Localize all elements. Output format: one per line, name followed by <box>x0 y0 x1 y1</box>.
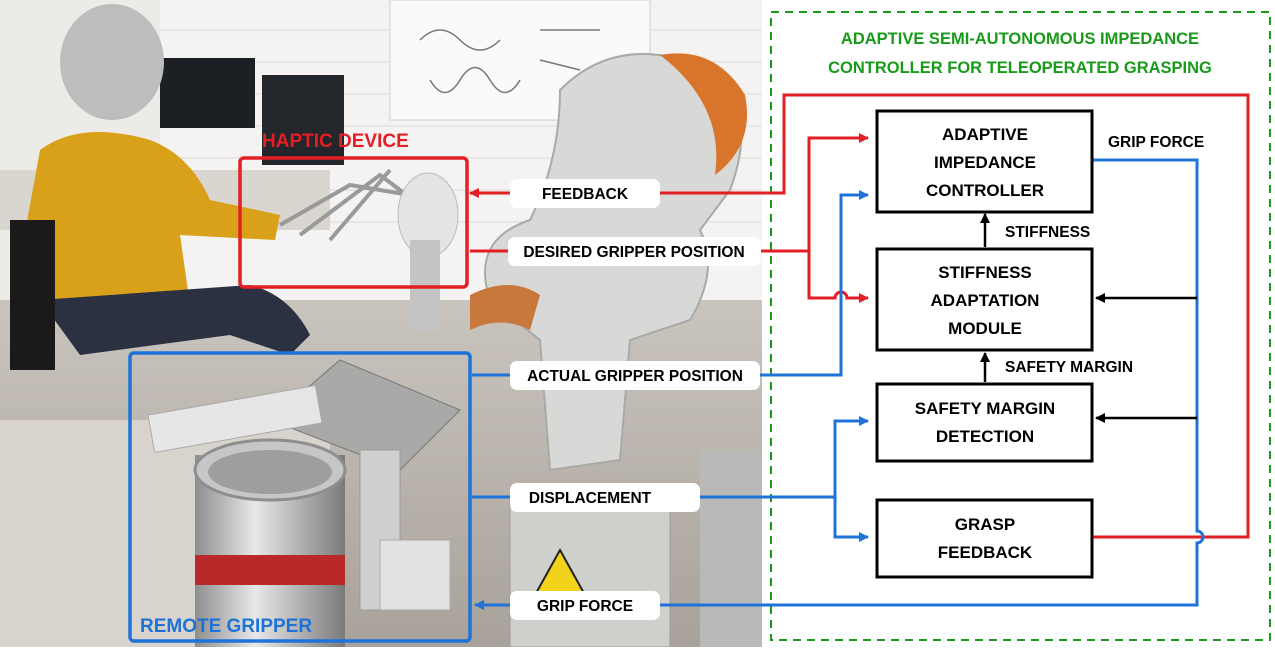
svg-text:ADAPTIVE: ADAPTIVE <box>942 125 1028 144</box>
pill-actual-gripper-position: ACTUAL GRIPPER POSITION <box>510 361 760 390</box>
svg-text:DESIRED GRIPPER POSITION: DESIRED GRIPPER POSITION <box>523 244 744 261</box>
remote-gripper-label: REMOTE GRIPPER <box>140 616 312 637</box>
haptic-device-label: HAPTIC DEVICE <box>262 131 409 152</box>
remote-gripper-box <box>128 351 472 643</box>
whiteboard-scribbles <box>419 29 600 94</box>
red-wire-desired-split <box>760 133 869 253</box>
person-head-blurred <box>60 4 164 120</box>
haptic-device-box <box>238 156 469 289</box>
label-safety-margin: SAFETY MARGIN <box>1005 359 1133 376</box>
monitor-left <box>160 58 255 128</box>
svg-text:ADAPTATION: ADAPTATION <box>931 291 1040 310</box>
pill-displacement: DISPLACEMENT <box>510 483 700 512</box>
blue-wire-displacement-to-grasp <box>833 497 869 542</box>
svg-text:GRASP: GRASP <box>955 515 1015 534</box>
person-sweater <box>10 132 280 315</box>
red-wire-grasp-loop <box>660 93 1250 539</box>
robot-base <box>509 499 671 648</box>
pill-grip-force-bottom: GRIP FORCE <box>510 591 660 620</box>
gripper-finger-left <box>147 384 323 454</box>
label-stiffness: STIFFNESS <box>1005 224 1090 241</box>
svg-text:DISPLACEMENT: DISPLACEMENT <box>529 490 652 507</box>
svg-text:IMPEDANCE: IMPEDANCE <box>934 153 1036 172</box>
label-grip-force-top: GRIP FORCE <box>1108 134 1204 151</box>
lab-photo <box>0 0 762 648</box>
office-chair <box>10 220 55 370</box>
block-grasp-feedback: GRASP FEEDBACK <box>875 498 1094 579</box>
aluminium-rail <box>700 450 762 647</box>
svg-text:FEEDBACK: FEEDBACK <box>938 543 1033 562</box>
panel-title-line1: ADAPTIVE SEMI-AUTONOMOUS IMPEDANCE <box>841 30 1199 48</box>
paint-can-red-band <box>195 555 345 585</box>
paint-can-inside <box>208 450 332 494</box>
block-safety-margin-detection: SAFETY MARGIN DETECTION <box>875 382 1094 463</box>
robot-orange-band <box>470 285 540 330</box>
person-trousers <box>40 285 310 355</box>
blue-wire-actual <box>760 190 869 377</box>
svg-text:FEEDBACK: FEEDBACK <box>542 186 629 203</box>
svg-text:STIFFNESS: STIFFNESS <box>938 263 1032 282</box>
svg-text:DETECTION: DETECTION <box>936 427 1034 446</box>
svg-text:CONTROLLER: CONTROLLER <box>926 181 1044 200</box>
block-stiffness-adaptation-module: STIFFNESS ADAPTATION MODULE <box>875 247 1094 352</box>
blue-wire-gripforce <box>660 158 1205 607</box>
robot-orange-cap <box>660 53 747 176</box>
svg-text:MODULE: MODULE <box>948 319 1022 338</box>
svg-text:GRIP FORCE: GRIP FORCE <box>537 598 633 615</box>
pill-desired-gripper-position: DESIRED GRIPPER POSITION <box>508 237 761 266</box>
gripper-plate <box>269 359 461 471</box>
monitor-right <box>262 75 344 165</box>
block-adaptive-impedance-controller: ADAPTIVE IMPEDANCE CONTROLLER <box>875 109 1094 214</box>
svg-text:ACTUAL GRIPPER POSITION: ACTUAL GRIPPER POSITION <box>527 368 743 385</box>
svg-text:SAFETY MARGIN: SAFETY MARGIN <box>915 399 1055 418</box>
blue-wire-displacement-to-safety <box>833 416 869 497</box>
pill-feedback: FEEDBACK <box>510 179 660 208</box>
gripper-finger-link <box>379 539 451 611</box>
haptic-stand <box>410 240 440 330</box>
panel-title-line2: CONTROLLER FOR TELEOPERATED GRASPING <box>828 59 1212 77</box>
